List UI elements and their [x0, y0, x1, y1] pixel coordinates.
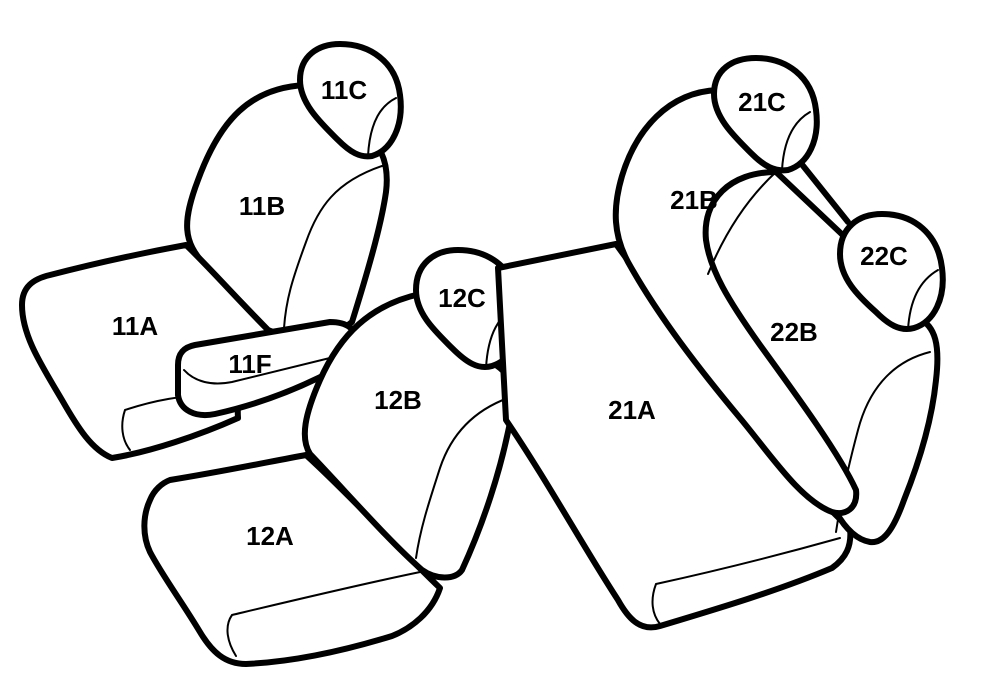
- part-labels: 11C 11B 11A 11F 12C 12B 12A 21C 21B 22C …: [112, 75, 908, 551]
- label-21b: 21B: [670, 185, 718, 215]
- label-11f: 11F: [228, 349, 271, 379]
- headrest-21c-seam: [781, 111, 811, 171]
- backrest-21b-seam: [707, 171, 777, 275]
- headrest-11c-outline[interactable]: [297, 41, 404, 160]
- label-12c: 12C: [438, 283, 486, 313]
- label-11a: 11A: [112, 311, 158, 341]
- backrest-top-edge: [797, 159, 851, 225]
- backrest-21b-outline[interactable]: [612, 87, 860, 516]
- cushion-21a-seam: [651, 537, 841, 625]
- armrest-11f-seam: [183, 355, 339, 385]
- cushion-12a-seam: [226, 569, 431, 657]
- backrest-11b-seam: [283, 165, 383, 329]
- rear-bench: [495, 55, 946, 631]
- label-22c: 22C: [860, 241, 908, 271]
- front-seat-12: [141, 247, 524, 667]
- label-22b: 22B: [770, 317, 818, 347]
- headrest-22c-outline[interactable]: [837, 211, 946, 332]
- headrest-11c-seam: [367, 97, 397, 157]
- label-21a: 21A: [608, 395, 656, 425]
- label-12a: 12A: [246, 521, 294, 551]
- label-21c: 21C: [738, 87, 786, 117]
- label-11c: 11C: [321, 75, 367, 105]
- label-11b: 11B: [239, 191, 285, 221]
- headrest-22c-seam: [907, 269, 939, 331]
- label-12b: 12B: [374, 385, 422, 415]
- headrest-21c-outline[interactable]: [711, 55, 820, 174]
- backrest-12b-seam: [415, 397, 509, 559]
- front-seat-11: [19, 41, 404, 461]
